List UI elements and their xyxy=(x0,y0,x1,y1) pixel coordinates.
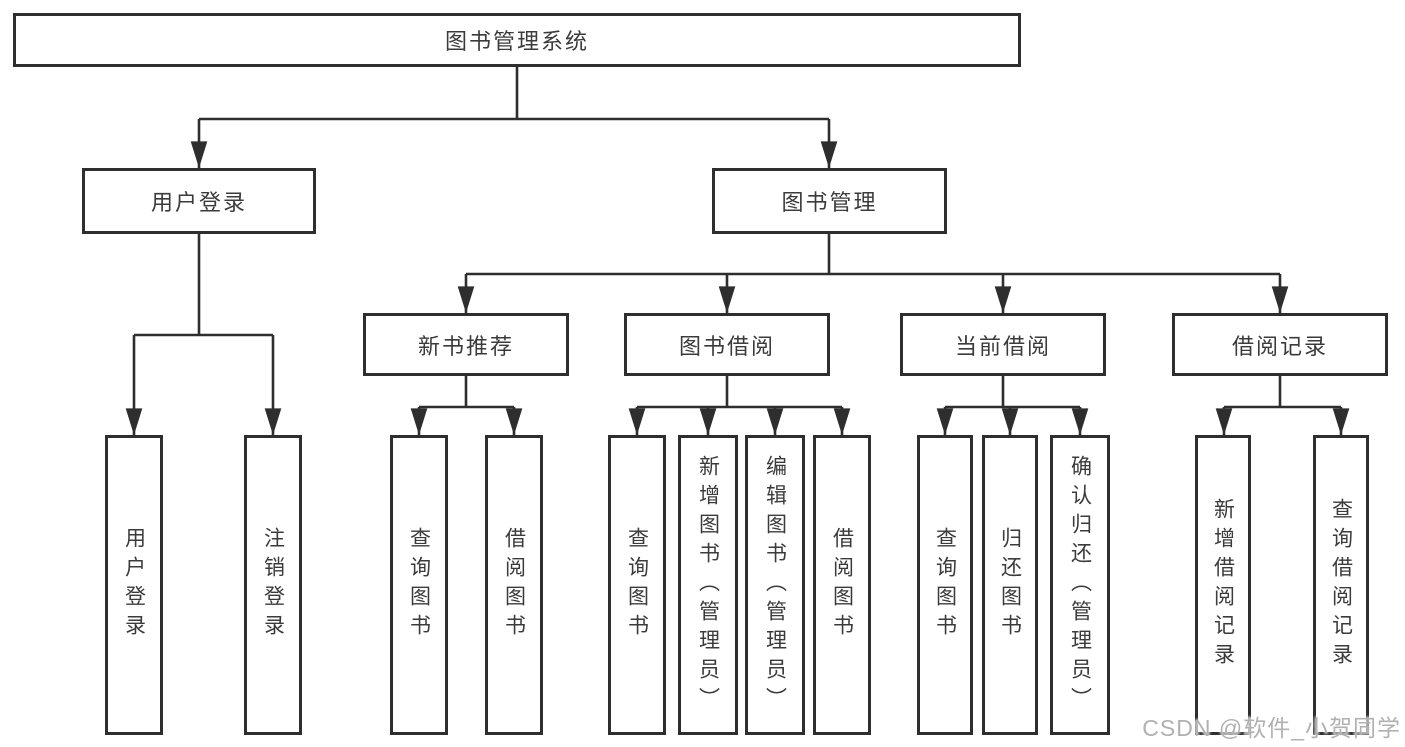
leaf-return-books: 归还图书 xyxy=(982,435,1038,735)
leaf-edit-books-admin: 编辑图书（管理员） xyxy=(745,435,805,735)
leaf-query-books-borrowing: 查询图书 xyxy=(608,435,666,735)
leaf-borrow-books-recommendation: 借阅图书 xyxy=(485,435,543,735)
leaf-query-books-recommendation: 查询图书 xyxy=(390,435,448,735)
leaf-query-borrow-record: 查询借阅记录 xyxy=(1313,435,1369,735)
node-book-borrowing: 图书借阅 xyxy=(624,313,830,376)
leaf-logout: 注销登录 xyxy=(244,435,302,735)
leaf-add-borrow-record: 新增借阅记录 xyxy=(1195,435,1251,735)
node-current-borrowing: 当前借阅 xyxy=(900,313,1106,376)
leaf-query-books-current: 查询图书 xyxy=(917,435,973,735)
node-library-management-system: 图书管理系统 xyxy=(13,13,1021,67)
leaf-confirm-return-admin: 确认归还（管理员） xyxy=(1050,435,1110,735)
csdn-watermark: CSDN @软件_小贺同学 xyxy=(1142,715,1401,741)
node-book-management-branch: 图书管理 xyxy=(712,168,947,234)
node-new-book-recommendation: 新书推荐 xyxy=(363,313,569,376)
leaf-add-books-admin: 新增图书（管理员） xyxy=(678,435,738,735)
node-user-login-branch: 用户登录 xyxy=(82,168,316,234)
node-borrowing-records: 借阅记录 xyxy=(1172,313,1388,376)
leaf-borrow-books-borrowing: 借阅图书 xyxy=(813,435,871,735)
leaf-user-login: 用户登录 xyxy=(105,435,163,735)
